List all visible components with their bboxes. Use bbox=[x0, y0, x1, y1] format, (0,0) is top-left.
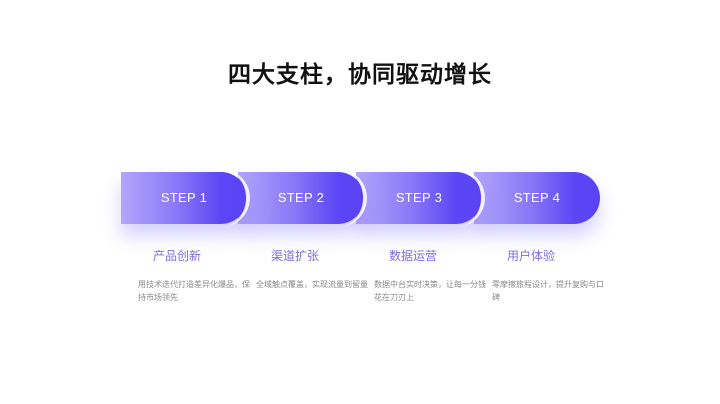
step-3-label: STEP 3 bbox=[395, 190, 443, 205]
step-2-desc: 全域触点覆盖，实现流量到留量 bbox=[256, 280, 368, 289]
step-4-chevron: STEP 4 bbox=[474, 172, 600, 224]
step-2-ring bbox=[335, 169, 367, 227]
step-3-name: 数据运营 bbox=[388, 249, 437, 263]
step-4-label: STEP 4 bbox=[513, 190, 561, 205]
page-title: 四大支柱，协同驱动增长 bbox=[228, 62, 492, 88]
step-1-desc: 用技术迭代打造差异化爆品，保持市场领先 bbox=[138, 280, 250, 302]
step-1-ring bbox=[218, 169, 250, 227]
step-3-ring bbox=[453, 169, 485, 227]
step-1-label: STEP 1 bbox=[160, 190, 208, 205]
step-2-name: 渠道扩张 bbox=[270, 249, 319, 263]
step-1-name: 产品创新 bbox=[152, 249, 201, 263]
step-3-desc: 数据中台实时决策，让每一分钱花在刀刃上 bbox=[374, 280, 486, 302]
step-4-desc: 零摩擦旅程设计，提升复购与口碑 bbox=[492, 280, 604, 302]
step-2-label: STEP 2 bbox=[277, 190, 325, 205]
step-4-name: 用户体验 bbox=[506, 249, 555, 263]
